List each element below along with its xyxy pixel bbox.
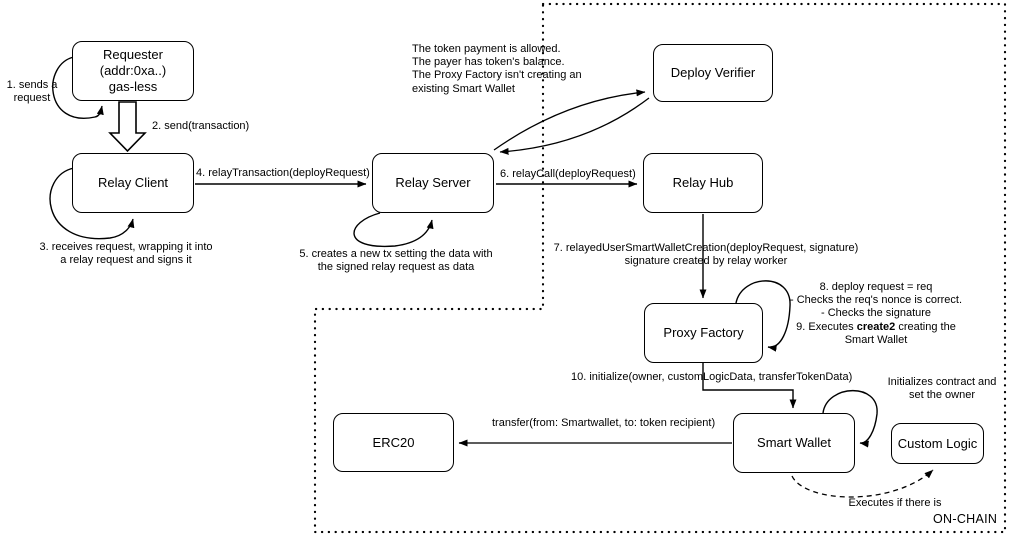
step1-label: 1. sends a request [6, 79, 58, 105]
arc-relay-server-to-deploy-verifier [493, 89, 646, 151]
onchain-label: ON-CHAIN [933, 512, 998, 526]
arrow-proxy-factory-to-smart-wallet [702, 363, 797, 409]
node-proxy-factory: Proxy Factory [644, 303, 763, 363]
step8-step9-note: 8. deploy request = req - Checks the req… [783, 281, 969, 347]
create2-keyword: create2 [856, 320, 896, 333]
arrow-smart-wallet-to-custom-logic [791, 469, 934, 498]
loop-smart-wallet-initialize [822, 390, 878, 448]
step8-line2: - Checks the req's nonce is correct. [789, 294, 963, 307]
initializes-note: Initializes contract and set the owner [887, 376, 997, 402]
step7-label: 7. relayedUserSmartWalletCreation(deploy… [553, 242, 859, 268]
step8-line3: - Checks the signature [820, 307, 932, 320]
transfer-label: transfer(from: Smartwallet, to: token re… [492, 417, 716, 429]
node-custom-logic: Custom Logic [891, 423, 984, 464]
node-smart-wallet: Smart Wallet [733, 413, 855, 473]
verifier-note: The token payment is allowed. The payer … [412, 43, 582, 95]
node-erc20: ERC20 [333, 413, 454, 472]
node-requester: Requester (addr:0xa..) gas-less [72, 41, 194, 101]
step9-line2: Smart Wallet [844, 333, 908, 346]
step2-label: 2. send(transaction) [152, 120, 250, 132]
loop-proxy-factory-checks [735, 280, 791, 352]
executes-note: Executes if there is [848, 497, 942, 509]
loop-relay-server-creates-tx [353, 212, 434, 248]
node-relay-server: Relay Server [372, 153, 494, 213]
step10-label: 10. initialize(owner, customLogicData, t… [571, 371, 853, 383]
step3-label: 3. receives request, wrapping it into a … [39, 241, 213, 267]
loop-requester-sends-request [52, 56, 104, 119]
step9-line1: 9. Executes create2 creating the [796, 320, 956, 333]
node-relay-hub: Relay Hub [643, 153, 763, 213]
node-deploy-verifier: Deploy Verifier [653, 44, 773, 102]
arc-deploy-verifier-to-relay-server [499, 97, 650, 155]
step8-line1: 8. deploy request = req [819, 281, 933, 293]
step6-label: 6. relayCall(deployRequest) [500, 168, 636, 180]
block-arrow-send-transaction [108, 101, 147, 153]
step5-label: 5. creates a new tx setting the data wit… [299, 248, 493, 274]
onchain-boundary [313, 2, 1007, 534]
node-relay-client: Relay Client [72, 153, 194, 213]
step4-label: 4. relayTransaction(deployRequest) [196, 167, 370, 179]
loop-relay-client-wraps-request [49, 167, 135, 240]
